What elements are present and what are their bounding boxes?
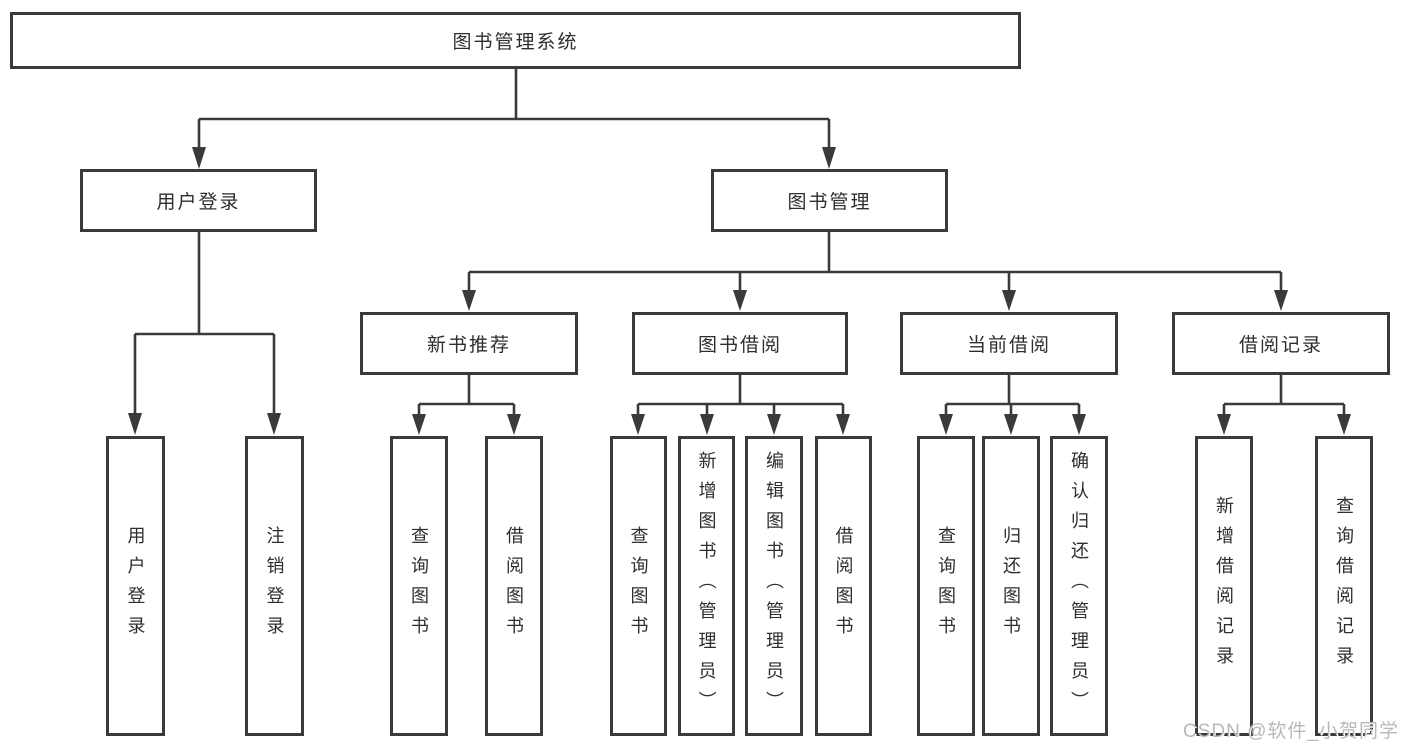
node-user-login: 用户登录 bbox=[80, 169, 317, 232]
leaf-borrow-books: 借阅图书 bbox=[815, 436, 872, 736]
node-book-management: 图书管理 bbox=[711, 169, 948, 232]
node-current-borrowing: 当前借阅 bbox=[900, 312, 1118, 375]
leaf-return-books: 归还图书 bbox=[982, 436, 1040, 736]
leaf-query-books-current: 查询图书 bbox=[917, 436, 975, 736]
leaf-confirm-return-admin: 确认归还（管理员） bbox=[1050, 436, 1108, 736]
leaf-add-books-admin: 新增图书（管理员） bbox=[678, 436, 735, 736]
connector-book-borrow-children bbox=[636, 375, 845, 418]
node-book-borrowing: 图书借阅 bbox=[632, 312, 848, 375]
leaf-edit-books-admin: 编辑图书（管理员） bbox=[745, 436, 803, 736]
node-borrowing-records: 借阅记录 bbox=[1172, 312, 1390, 375]
leaf-query-books-borrow: 查询图书 bbox=[610, 436, 667, 736]
connector-current-borrow-children bbox=[944, 375, 1081, 418]
csdn-watermark: CSDN @软件_小贺同学 bbox=[1183, 721, 1399, 742]
leaf-query-books-recommend: 查询图书 bbox=[390, 436, 448, 736]
node-root-system: 图书管理系统 bbox=[10, 12, 1021, 69]
arrowheads bbox=[128, 147, 1351, 435]
leaf-logout: 注销登录 bbox=[245, 436, 304, 736]
leaf-query-borrow-record: 查询借阅记录 bbox=[1315, 436, 1373, 736]
connector-new-book-children bbox=[417, 375, 516, 418]
node-new-book-recommend: 新书推荐 bbox=[360, 312, 578, 375]
connector-user-login-children bbox=[133, 232, 276, 416]
leaf-borrow-books-recommend: 借阅图书 bbox=[485, 436, 543, 736]
leaf-user-login: 用户登录 bbox=[106, 436, 165, 736]
connector-root-to-level2 bbox=[197, 68, 831, 150]
connector-borrow-records-children bbox=[1222, 375, 1346, 418]
connector-book-mgmt-children bbox=[467, 232, 1283, 293]
leaf-add-borrow-record: 新增借阅记录 bbox=[1195, 436, 1253, 736]
